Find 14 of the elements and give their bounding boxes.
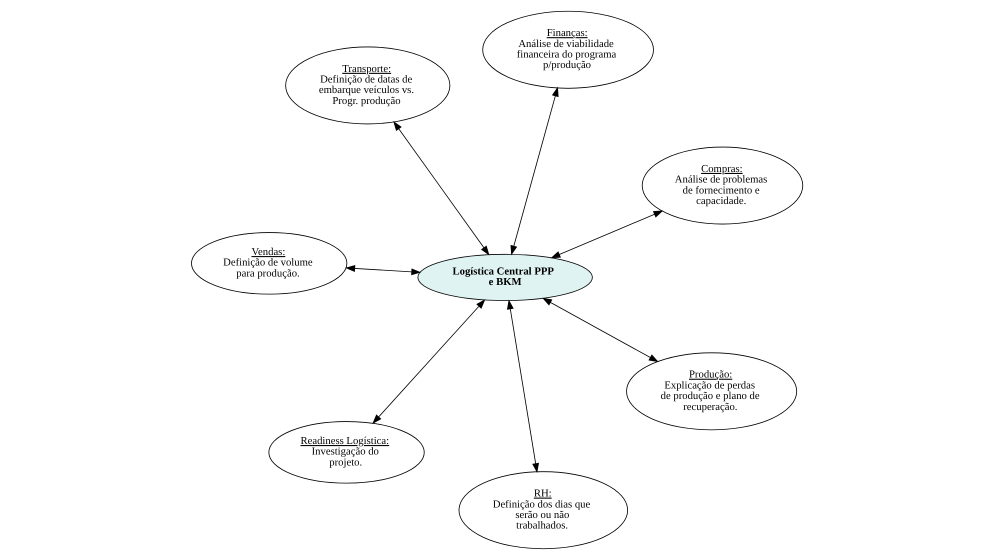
node-ellipse: Finanças: Análise de viabilidade financeira do programa p/produção [482, 10, 654, 89]
arrow [510, 86, 559, 256]
arrow [345, 265, 422, 276]
arrow [393, 121, 490, 256]
arrow [506, 299, 540, 473]
node-ellipse: Vendas: Definição de volume para produção. [191, 232, 348, 295]
node-ellipse: Logística Central PPP e BKM [417, 254, 593, 301]
node-ellipse: Compras: Análise de problemas de fornecimento e capacidade. [642, 146, 804, 224]
arrow [372, 299, 486, 424]
arrow [550, 210, 664, 258]
node-ellipse: Transporte: Definição de datas de embarque veículos vs. Progr. produção [285, 46, 450, 124]
node-ellipse: RH: Definição dos dias que serão ou não trabalhados. [458, 471, 628, 550]
node-ellipse: Readiness Logística: Investigação do projeto. [268, 421, 425, 484]
arrow [542, 298, 659, 362]
